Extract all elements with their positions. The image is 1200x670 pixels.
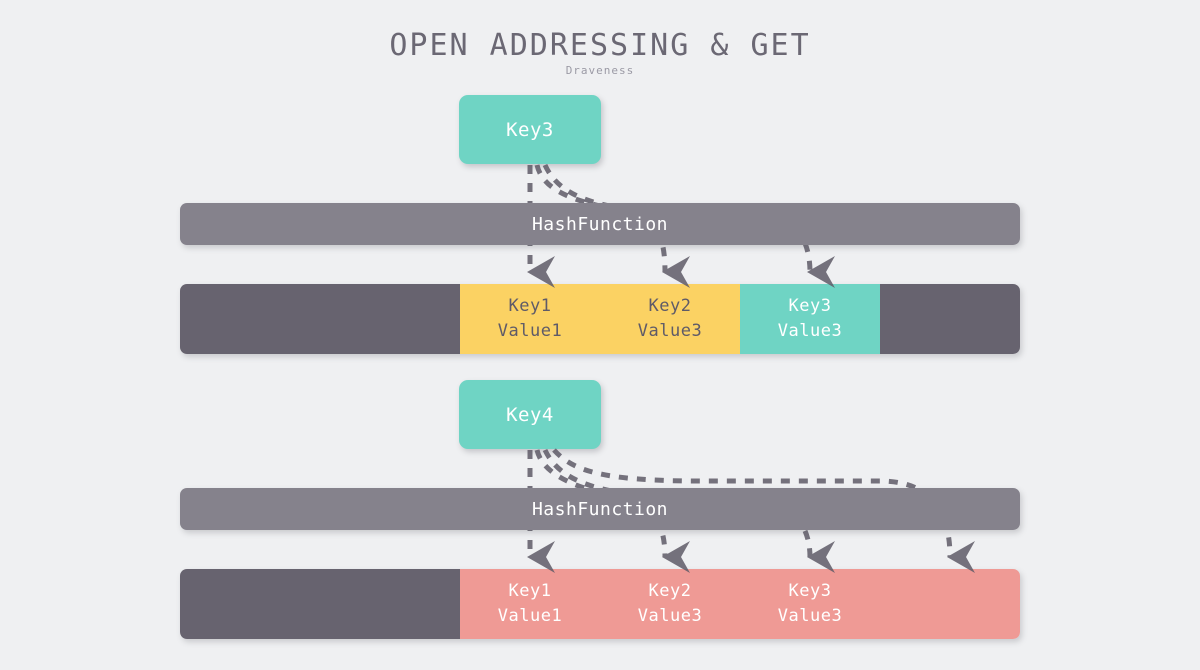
page-subtitle: Draveness: [565, 64, 635, 77]
bucket-value-label: Value1: [497, 606, 563, 626]
bucket-slot-empty: [180, 284, 460, 354]
bucket-slot-key2[interactable]: Key2 Value3: [600, 569, 740, 639]
bucket-value-label: Value1: [497, 321, 563, 341]
bucket-key-label: Key1: [508, 296, 552, 316]
hash-function-bar-1: HashFunction: [180, 203, 1020, 245]
bucket-slot-key1[interactable]: Key1 Value1: [460, 284, 600, 354]
bucket-key-label: Key2: [648, 581, 692, 601]
bucket-slot-empty: [180, 569, 460, 639]
bucket-array-2: Key1 Value1 Key2 Value3 Key3 Value3: [180, 569, 1020, 639]
bucket-slot-key1[interactable]: Key1 Value1: [460, 569, 600, 639]
bucket-key-label: Key1: [508, 581, 552, 601]
bucket-slot-key3[interactable]: Key3 Value3: [740, 284, 880, 354]
key-box-key3[interactable]: Key3: [459, 95, 601, 164]
bucket-key-label: Key3: [788, 581, 832, 601]
page-title: OPEN ADDRESSING & GET: [389, 28, 811, 63]
bucket-slot-empty: [880, 284, 1020, 354]
bucket-value-label: Value3: [637, 321, 703, 341]
key-box-key4[interactable]: Key4: [459, 380, 601, 449]
bucket-slot-key3[interactable]: Key3 Value3: [740, 569, 880, 639]
bucket-key-label: Key2: [648, 296, 692, 316]
bucket-value-label: Value3: [777, 606, 843, 626]
bucket-slot-key2[interactable]: Key2 Value3: [600, 284, 740, 354]
bucket-array-1: Key1 Value1 Key2 Value3 Key3 Value3: [180, 284, 1020, 354]
bucket-value-label: Value3: [637, 606, 703, 626]
hash-function-bar-2: HashFunction: [180, 488, 1020, 530]
bucket-key-label: Key3: [788, 296, 832, 316]
bucket-value-label: Value3: [777, 321, 843, 341]
bucket-slot-probe-empty[interactable]: [880, 569, 1020, 639]
